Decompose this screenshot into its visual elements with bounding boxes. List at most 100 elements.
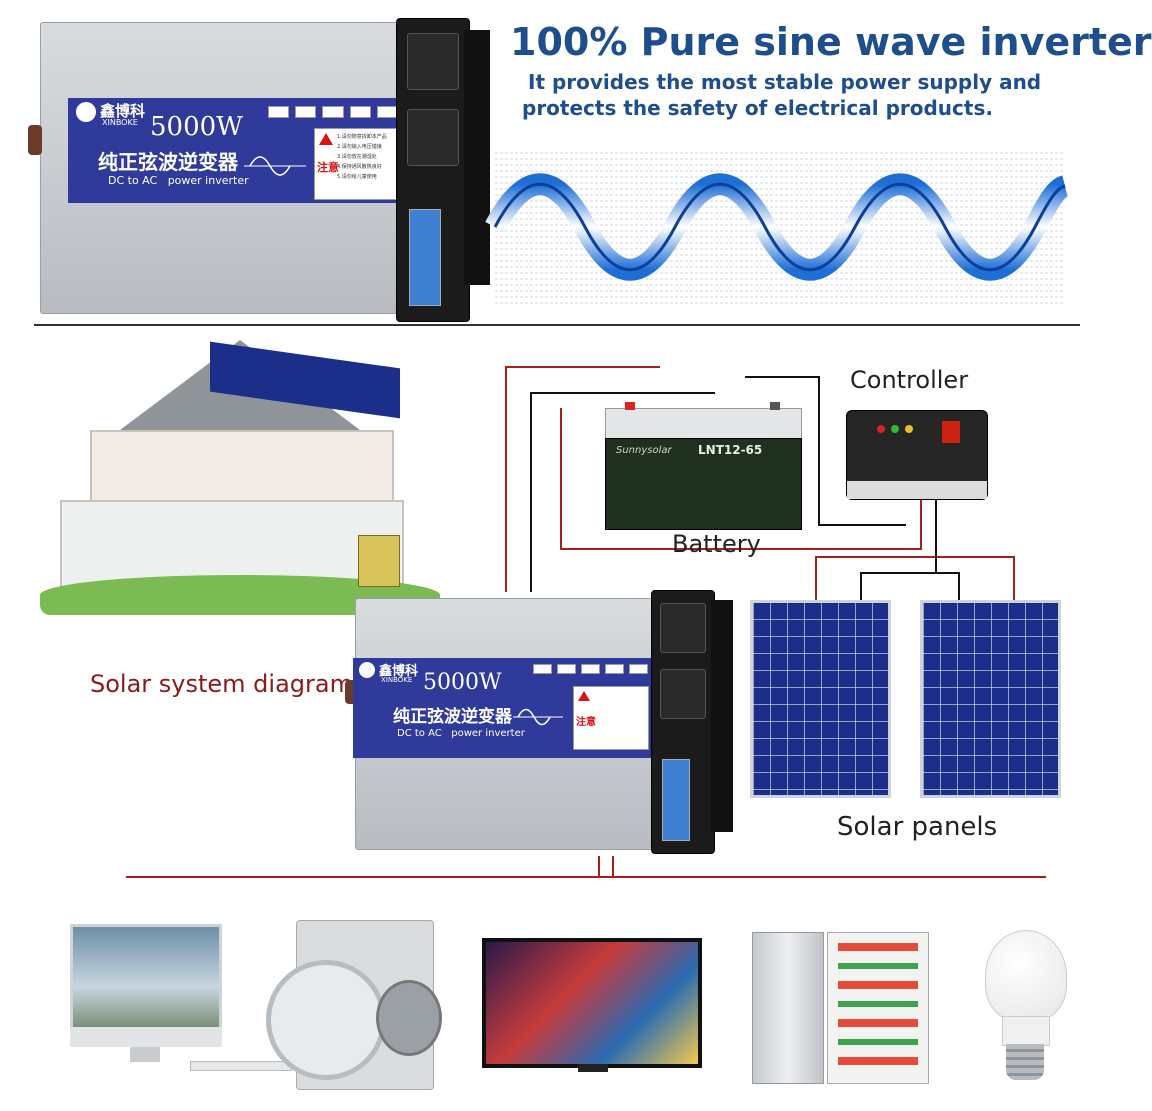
- sine-wave2-icon: [513, 708, 563, 726]
- controller-leds: [877, 425, 917, 433]
- warning-line-2: 2.请勿输入电压错接: [337, 144, 382, 150]
- mounting2-bracket: [711, 600, 733, 832]
- solar-panel-1: [750, 600, 891, 798]
- tv-stand: [578, 1064, 608, 1072]
- header-subtitle-1: It provides the most stable power supply…: [528, 70, 1042, 94]
- inverter-knob: [28, 125, 42, 155]
- wire-red-2: [505, 366, 507, 592]
- battery: Sunnysolar LNT12-65: [605, 402, 802, 530]
- warning-triangle-icon: [319, 133, 333, 145]
- status-lights: [268, 106, 399, 118]
- socket-unit: [396, 18, 470, 322]
- warning2-triangle-icon: [578, 691, 590, 701]
- top-inverter: 鑫博科 XINBOKE 5000W 纯正弦波逆变器 DC to AC power…: [28, 10, 498, 322]
- bulb-glass: [985, 930, 1067, 1022]
- warning-line-1: 1.请勿随意拆卸本产品: [337, 134, 387, 140]
- brand2-logo-icon: [359, 662, 375, 678]
- washer-door: [266, 960, 386, 1080]
- section-divider: [34, 324, 1080, 326]
- battery-body: Sunnysolar LNT12-65: [605, 438, 802, 530]
- fridge-body: [752, 932, 824, 1084]
- washer-drum: [376, 980, 442, 1056]
- wire-red-4: [560, 548, 920, 550]
- lcd-display: [409, 209, 441, 306]
- warning-line-4: 4.保持通风散热良好: [337, 164, 382, 170]
- wire-black-1: [530, 392, 715, 394]
- sine-wave-icon: [244, 156, 306, 176]
- ac-outlet-1: [407, 33, 459, 90]
- product-name-en: DC to AC power inverter: [108, 174, 249, 187]
- diagram-inverter: 鑫博科 XINBOKE 5000W 纯正弦波逆变器 DC to AC power…: [345, 590, 740, 860]
- inverter-front-panel: 鑫博科 XINBOKE 5000W 纯正弦波逆变器 DC to AC power…: [68, 98, 399, 203]
- battery-negative-terminal: [770, 402, 780, 410]
- charge-controller: [846, 410, 988, 500]
- fridge-shelf-items: [838, 943, 918, 1073]
- battery-top: [605, 408, 802, 440]
- wire-black-4: [818, 376, 820, 526]
- appliance-light-bulb: [980, 930, 1070, 1090]
- bulb-base: [1006, 1044, 1044, 1080]
- wire-black-9: [935, 500, 937, 574]
- battery-label: Battery: [672, 530, 761, 558]
- ac2-outlet-1: [660, 603, 706, 653]
- warning2-caution: 注意: [576, 717, 596, 728]
- monitor-chin: [70, 1027, 222, 1047]
- output-wire-2: [612, 856, 614, 876]
- bulb-neck: [1002, 1016, 1050, 1046]
- ac2-outlet-2: [660, 669, 706, 719]
- controller-terminals: [847, 481, 987, 499]
- wire-black-3: [745, 376, 820, 378]
- warning-line-5: 5.请勿给儿童使用: [337, 174, 377, 180]
- wire-black-8: [958, 572, 960, 600]
- appliance-washing-machine: [266, 920, 442, 1090]
- battery-positive-terminal: [625, 402, 635, 410]
- warning-caution: 注意: [317, 161, 339, 174]
- sine-wave-graphic: [485, 150, 1069, 305]
- mounting-bracket: [464, 30, 490, 285]
- wire-black-2: [530, 392, 532, 592]
- product-name-cn: 纯正弦波逆变器: [98, 150, 238, 174]
- battery-model: LNT12-65: [698, 443, 763, 457]
- lcd2-display: [662, 759, 690, 841]
- wire-red-5: [815, 556, 1015, 558]
- appliance-refrigerator: [752, 932, 932, 1092]
- wire-red-8: [920, 500, 922, 550]
- wire-red-6: [815, 556, 817, 600]
- output-bus-line: [126, 876, 1046, 878]
- brand-name-cn: 鑫博科: [100, 102, 146, 120]
- socket2-unit: [651, 590, 715, 854]
- wire-red-7: [1013, 556, 1015, 600]
- monitor-stand: [130, 1047, 160, 1062]
- appliance-computer-monitor: [70, 924, 292, 1074]
- solar-system-label: Solar system diagram: [90, 670, 353, 698]
- wire-red-1: [505, 366, 660, 368]
- tv-screen: [482, 938, 702, 1068]
- header-subtitle-2: protects the safety of electrical produc…: [522, 96, 993, 120]
- wire-black-6: [860, 572, 960, 574]
- solar-panels-label: Solar panels: [837, 812, 998, 842]
- warning-label: 注意 1.请勿随意拆卸本产品 2.请勿输入电压错接 3.请勿放在潮湿处 4.保持…: [314, 128, 398, 200]
- monitor-screen: [70, 924, 222, 1030]
- output-wire-1: [598, 856, 600, 876]
- battery-brand: Sunnysolar: [616, 445, 672, 456]
- product2-name-cn: 纯正弦波逆变器: [393, 707, 512, 727]
- controller-label: Controller: [850, 366, 969, 394]
- warning-line-3: 3.请勿放在潮湿处: [337, 154, 377, 160]
- battery-box: [358, 535, 400, 587]
- fridge-open: [827, 932, 929, 1084]
- brand-logo-icon: [76, 102, 96, 122]
- wire-black-7: [860, 572, 862, 600]
- status2-lights: [533, 664, 648, 674]
- product2-name-en: DC to AC power inverter: [397, 728, 525, 739]
- ac-outlet-2: [407, 109, 459, 166]
- wire-red-3: [560, 408, 562, 548]
- header-title: 100% Pure sine wave inverter: [510, 20, 1152, 64]
- wire-black-5: [818, 524, 906, 526]
- power-rating: 5000W: [150, 112, 243, 142]
- solar-panel-2: [920, 600, 1061, 798]
- brand2-name-cn: 鑫博科: [379, 664, 419, 679]
- brand-name-en: XINBOKE: [102, 118, 138, 127]
- inverter2-front-panel: 鑫博科 XINBOKE 5000W 纯正弦波逆变器 DC to AC power…: [353, 658, 653, 758]
- controller-display: [942, 421, 960, 443]
- brand2-name-en: XINBOKE: [381, 676, 413, 684]
